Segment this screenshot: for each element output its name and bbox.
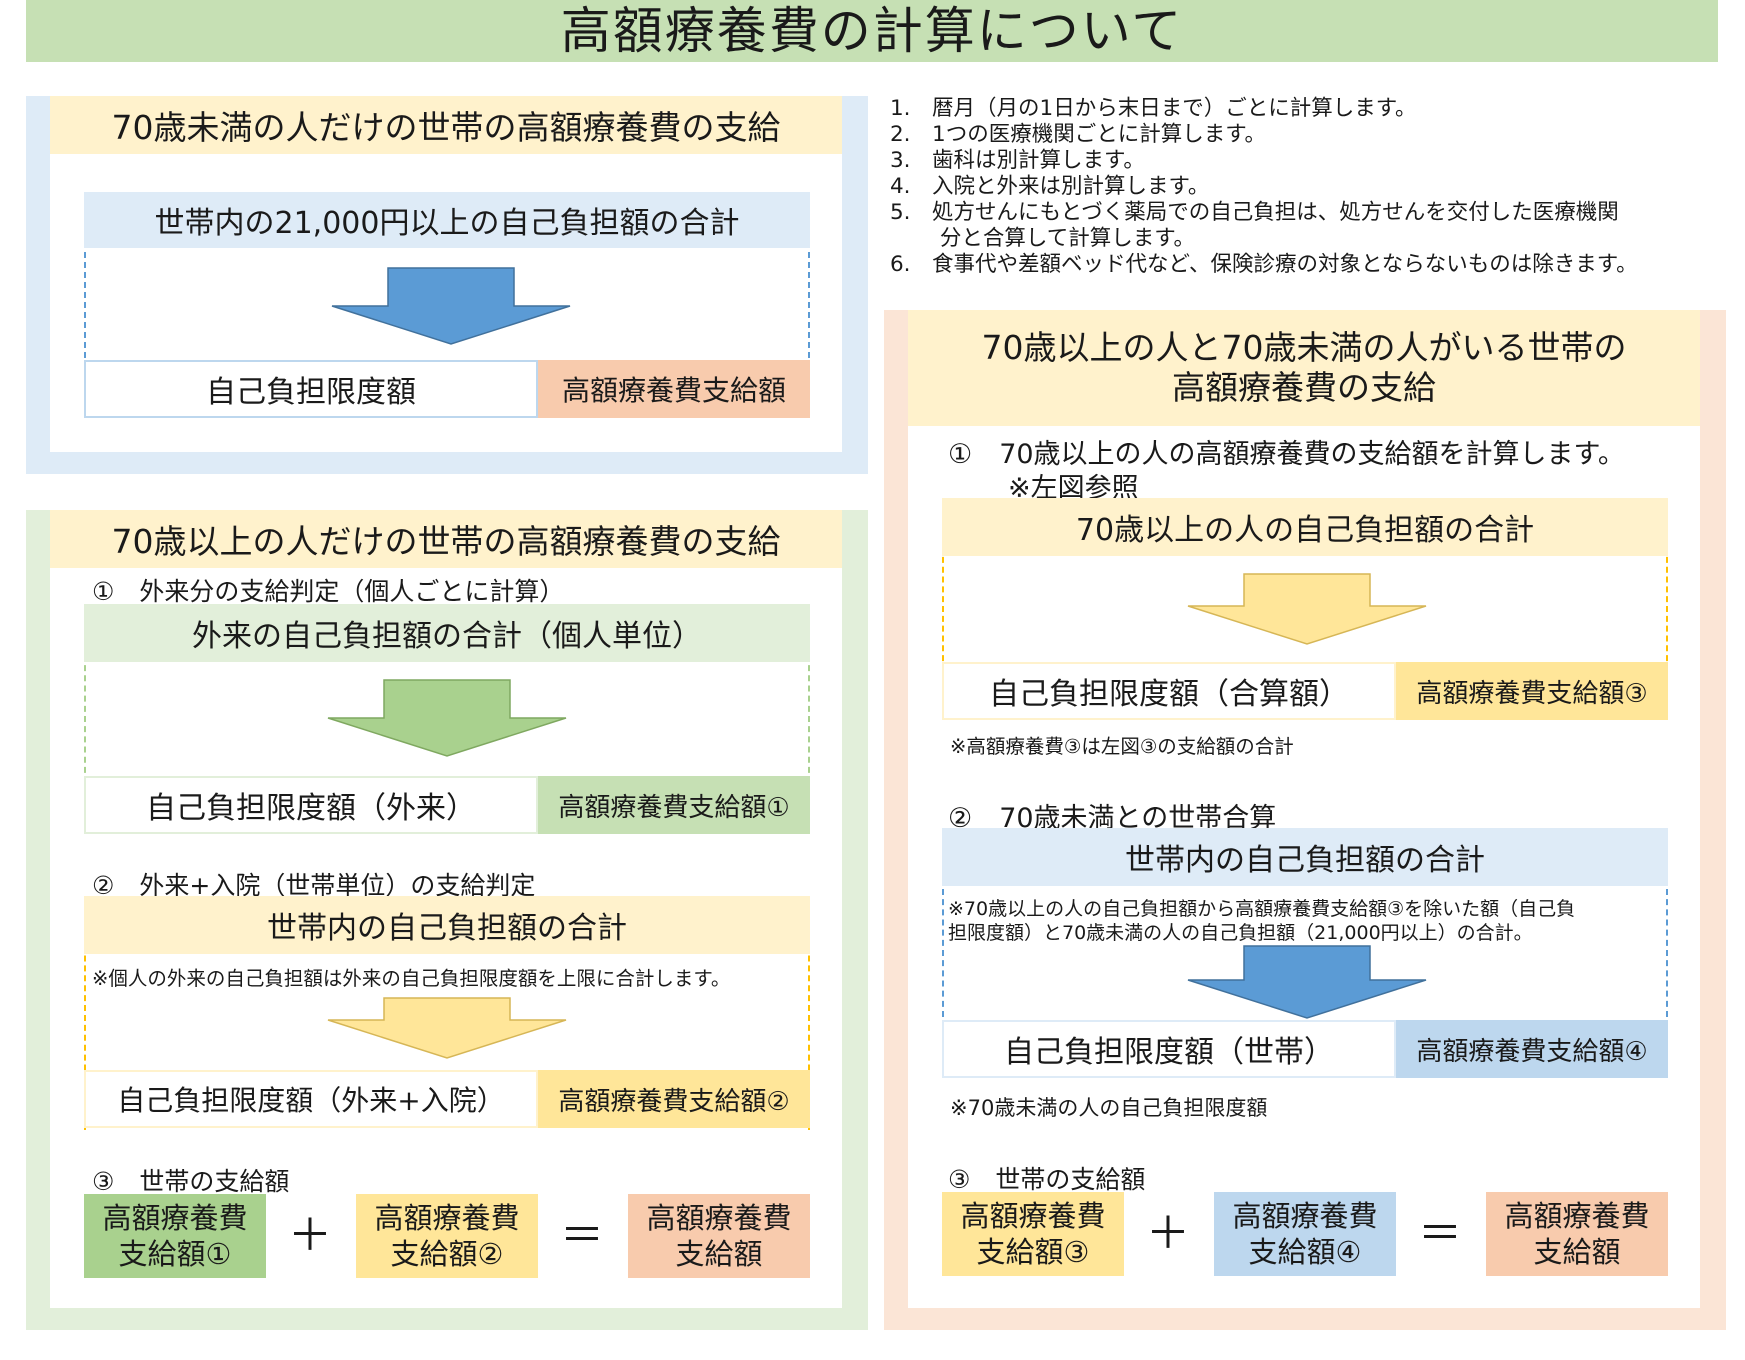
- eq-line: 支給額④: [1248, 1235, 1362, 1269]
- eq-line: 支給額③: [976, 1235, 1090, 1269]
- mixed-header-line1: 70歳以上の人と70歳未満の人がいる世帯の: [981, 328, 1627, 367]
- eq-line: 高額療養費: [646, 1201, 792, 1235]
- eq-line: 支給額②: [390, 1237, 504, 1271]
- over70-step2-limit-box: 自己負担限度額（外来+入院）: [84, 1070, 538, 1128]
- mixed-step1-total-box: 70歳以上の人の自己負担額の合計: [942, 498, 1668, 556]
- down-arrow-icon: [327, 679, 567, 757]
- equals-sign: ＝: [560, 1210, 604, 1261]
- mixed-step1-limit-box: 自己負担限度額（合算額）: [942, 662, 1396, 720]
- mixed-header: 70歳以上の人と70歳未満の人がいる世帯の 高額療養費の支給: [908, 310, 1700, 426]
- over70-step3-label: ③ 世帯の支給額: [92, 1167, 290, 1196]
- mixed-step2-note3: ※70歳未満の人の自己負担限度額: [950, 1096, 1268, 1120]
- eq-line: 支給額: [1533, 1235, 1621, 1269]
- over70-step1-total-box: 外来の自己負担額の合計（個人単位）: [84, 604, 810, 662]
- page-title: 高額療養費の計算について: [26, 0, 1718, 62]
- plus-sign: ＋: [288, 1210, 332, 1261]
- note-2: 2. 1つの医療機関ごとに計算します。: [890, 122, 1267, 147]
- eq-line: 支給額①: [118, 1237, 232, 1271]
- note-6: 6. 食事代や差額ベッド代など、保険診療の対象とならないものは除きます。: [890, 252, 1638, 277]
- note-4: 4. 入院と外来は別計算します。: [890, 174, 1210, 199]
- mixed-step2-payout-box: 高額療養費支給額④: [1396, 1020, 1668, 1078]
- mixed-header-line2: 高額療養費の支給: [1172, 368, 1436, 407]
- equals-sign: ＝: [1418, 1208, 1462, 1259]
- mixed-step2-note-line1: ※70歳以上の人の自己負担額から高額療養費支給額③を除いた額（自己負: [948, 898, 1576, 920]
- down-arrow-icon: [331, 267, 571, 345]
- mixed-step1-flow: [942, 498, 1668, 720]
- notes-list: 1. 暦月（月の1日から末日まで）ごとに計算します。 2. 1つの医療機関ごとに…: [890, 96, 1638, 278]
- over70-step1-label: ① 外来分の支給判定（個人ごとに計算）: [92, 577, 565, 606]
- over70-step2-payout-box: 高額療養費支給額②: [538, 1070, 810, 1128]
- note-5: 5. 処方せんにもとづく薬局での自己負担は、処方せんを交付した医療機関: [890, 200, 1619, 225]
- down-arrow-icon: [1187, 573, 1427, 645]
- under70-panel: 70歳未満の人だけの世帯の高額療養費の支給 世帯内の21,000円以上の自己負担…: [26, 96, 868, 474]
- over70-step2-flow: [84, 896, 810, 1130]
- under70-header: 70歳未満の人だけの世帯の高額療養費の支給: [50, 96, 842, 154]
- note-3: 3. 歯科は別計算します。: [890, 148, 1145, 173]
- mixed-step3-label: ③ 世帯の支給額: [948, 1165, 1146, 1194]
- over70-step1-limit-box: 自己負担限度額（外来）: [84, 776, 538, 834]
- mixed-step2-note-line2: 担限度額）と70歳未満の人の自己負担額（21,000円以上）の合計。: [948, 922, 1533, 944]
- over70-step1-flow: [84, 604, 810, 834]
- mixed-step1-note: ※高額療養費③は左図③の支給額の合計: [950, 735, 1294, 758]
- eq-line: 支給額: [675, 1237, 763, 1271]
- mixed-eq-payout4: 高額療養費 支給額④: [1214, 1192, 1396, 1276]
- mixed-eq-payout3: 高額療養費 支給額③: [942, 1192, 1124, 1276]
- over70-step2-label: ② 外来+入院（世帯単位）の支給判定: [92, 871, 536, 900]
- plus-sign: ＋: [1146, 1208, 1190, 1259]
- under70-limit-box: 自己負担限度額: [84, 360, 538, 418]
- mixed-panel: 70歳以上の人と70歳未満の人がいる世帯の 高額療養費の支給 ① 70歳以上の人…: [884, 310, 1726, 1330]
- mixed-step2-flow: [942, 828, 1668, 1078]
- over70-eq-total: 高額療養費 支給額: [628, 1194, 810, 1278]
- eq-line: 高額療養費: [960, 1199, 1106, 1233]
- over70-eq-payout2: 高額療養費 支給額②: [356, 1194, 538, 1278]
- under70-payout-box: 高額療養費支給額: [538, 360, 810, 418]
- over70-panel: 70歳以上の人だけの世帯の高額療養費の支給 ① 外来分の支給判定（個人ごとに計算…: [26, 510, 868, 1330]
- over70-step1-payout-box: 高額療養費支給額①: [538, 776, 810, 834]
- note-5-cont: 分と合算して計算します。: [890, 226, 1196, 251]
- down-arrow-icon: [327, 997, 567, 1059]
- over70-step2-note: ※個人の外来の自己負担額は外来の自己負担限度額を上限に合計します。: [92, 967, 731, 990]
- eq-line: 高額療養費: [102, 1201, 248, 1235]
- under70-total-box: 世帯内の21,000円以上の自己負担額の合計: [84, 192, 810, 248]
- eq-line: 高額療養費: [374, 1201, 520, 1235]
- note-1: 1. 暦月（月の1日から末日まで）ごとに計算します。: [890, 96, 1417, 121]
- over70-eq-payout1: 高額療養費 支給額①: [84, 1194, 266, 1278]
- mixed-step1-label: ① 70歳以上の人の高額療養費の支給額を計算します。: [948, 439, 1625, 470]
- mixed-eq-total: 高額療養費 支給額: [1486, 1192, 1668, 1276]
- mixed-step2-limit-box: 自己負担限度額（世帯）: [942, 1020, 1396, 1078]
- down-arrow-icon: [1187, 945, 1427, 1019]
- mixed-step2-total-box: 世帯内の自己負担額の合計: [942, 828, 1668, 886]
- over70-step2-total-box: 世帯内の自己負担額の合計: [84, 896, 810, 954]
- eq-line: 高額療養費: [1504, 1199, 1650, 1233]
- under70-flow: [84, 192, 810, 418]
- mixed-step1-payout-box: 高額療養費支給額③: [1396, 662, 1668, 720]
- over70-header: 70歳以上の人だけの世帯の高額療養費の支給: [50, 510, 842, 568]
- eq-line: 高額療養費: [1232, 1199, 1378, 1233]
